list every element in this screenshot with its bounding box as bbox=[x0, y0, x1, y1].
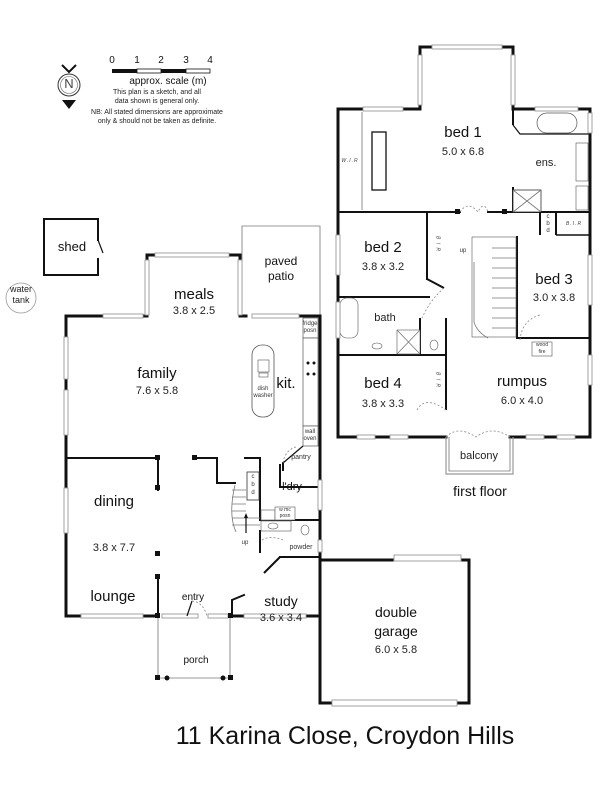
ensuite-cbd-b: b bbox=[546, 221, 550, 227]
first-stairs-up: up bbox=[459, 248, 467, 254]
scale-tick-0: 0 bbox=[109, 55, 115, 66]
room-bed3: bed 3 bbox=[535, 271, 573, 288]
room-bath: bath bbox=[374, 312, 396, 324]
room-wir: W.I.R bbox=[341, 158, 359, 164]
room-powder: powder bbox=[289, 544, 313, 551]
bed3-bir: B.I.R bbox=[565, 221, 583, 227]
compass-letter: N bbox=[64, 76, 74, 91]
washing-machine-label-2: posn bbox=[279, 513, 291, 519]
bed4-bir: B I R bbox=[434, 372, 441, 389]
washing-machine-label-1: w mc bbox=[279, 507, 291, 513]
scale-tick-1: 1 bbox=[134, 55, 140, 66]
ground-floor-windows bbox=[63, 252, 323, 619]
scale-label: approx. scale (m) bbox=[129, 76, 207, 87]
room-bed4: bed 4 bbox=[364, 375, 402, 392]
room-dining: dining bbox=[93, 493, 135, 510]
room-bed1-dim: 5.0 x 6.8 bbox=[441, 146, 485, 158]
scale-tick-3: 3 bbox=[183, 55, 189, 66]
room-rumpus-dim: 6.0 x 4.0 bbox=[500, 395, 544, 407]
room-ensuite: ens. bbox=[535, 157, 557, 169]
property-address: 11 Karina Close, Croydon Hills bbox=[175, 722, 515, 750]
ground-stairs-up: up bbox=[241, 540, 249, 546]
room-porch: porch bbox=[183, 655, 209, 666]
sketch-note-1: This plan is a sketch, and all bbox=[113, 89, 201, 96]
room-shed: shed bbox=[57, 239, 87, 254]
room-paved-patio-1: paved bbox=[264, 254, 298, 268]
room-study-dim: 3.6 x 3.4 bbox=[259, 612, 303, 624]
bed2-bir: B I R bbox=[434, 236, 441, 253]
wood-fire-label-2: fire bbox=[538, 349, 546, 355]
room-meals-dim: 3.8 x 2.5 bbox=[172, 305, 216, 317]
scale-bar bbox=[112, 68, 211, 74]
wall-oven-label-2: oven bbox=[303, 436, 317, 442]
wall-oven-label-1: wall bbox=[304, 429, 316, 435]
room-kitchen: kit. bbox=[276, 375, 296, 392]
room-bed2-dim: 3.8 x 3.2 bbox=[361, 261, 405, 273]
dishwasher-label-1: dish bbox=[257, 386, 269, 392]
wood-fire-label-1: wood bbox=[536, 342, 548, 348]
dishwasher-label-2: washer bbox=[253, 393, 273, 399]
fridge-label-2: posn bbox=[303, 328, 317, 334]
room-meals: meals bbox=[173, 286, 215, 303]
laundry-fixtures bbox=[260, 506, 310, 541]
water-tank-label-2: tank bbox=[12, 295, 30, 305]
room-family-dim: 7.6 x 5.8 bbox=[135, 385, 179, 397]
sketch-note-2: data shown is general only. bbox=[114, 98, 200, 105]
room-balcony: balcony bbox=[460, 450, 498, 462]
room-rumpus: rumpus bbox=[496, 373, 548, 390]
room-entry: entry bbox=[181, 592, 205, 603]
water-tank-outline bbox=[5, 282, 37, 314]
fridge-label-1: fridge bbox=[302, 321, 318, 327]
north-arrow-icon bbox=[57, 64, 81, 109]
room-paved-patio-2: patio bbox=[267, 269, 295, 283]
water-tank-label-1: water bbox=[9, 284, 33, 294]
room-bed3-dim: 3.0 x 3.8 bbox=[532, 292, 576, 304]
ground-cbd-c: c bbox=[251, 474, 255, 480]
shed-outline bbox=[43, 218, 104, 276]
room-lounge: lounge bbox=[90, 588, 136, 605]
kitchen-fixtures bbox=[251, 317, 319, 464]
room-dining-dim: 3.8 x 7.7 bbox=[92, 542, 136, 554]
ensuite-cbd-d: d bbox=[546, 228, 550, 234]
garage-walls bbox=[318, 554, 471, 707]
ground-cbd-b: b bbox=[251, 482, 255, 488]
room-family: family bbox=[137, 365, 177, 382]
room-bed2: bed 2 bbox=[364, 239, 402, 256]
room-garage-1: double bbox=[374, 604, 418, 620]
first-floor-label: first floor bbox=[453, 483, 507, 499]
scale-tick-2: 2 bbox=[158, 55, 164, 66]
porch-outline bbox=[155, 455, 233, 681]
room-pantry: pantry bbox=[291, 454, 311, 461]
first-floor-walls bbox=[336, 45, 592, 475]
room-laundry: l'dry bbox=[282, 481, 302, 493]
room-bed4-dim: 3.8 x 3.3 bbox=[361, 398, 405, 410]
room-study: study bbox=[264, 593, 298, 609]
room-bed1: bed 1 bbox=[444, 124, 482, 141]
first-floor-doors bbox=[416, 205, 541, 438]
ground-stairs bbox=[231, 471, 260, 533]
scale-tick-4: 4 bbox=[207, 55, 213, 66]
room-garage-2: garage bbox=[374, 623, 418, 639]
ensuite-cbd-c: c bbox=[546, 214, 550, 220]
dimension-note-2: only & should not be taken as definite. bbox=[97, 118, 217, 125]
ground-cbd-d: d bbox=[251, 490, 255, 496]
dimension-note-1: NB: All stated dimensions are approximat… bbox=[91, 109, 223, 116]
first-floor-windows bbox=[335, 44, 593, 440]
room-garage-dim: 6.0 x 5.8 bbox=[374, 644, 418, 656]
